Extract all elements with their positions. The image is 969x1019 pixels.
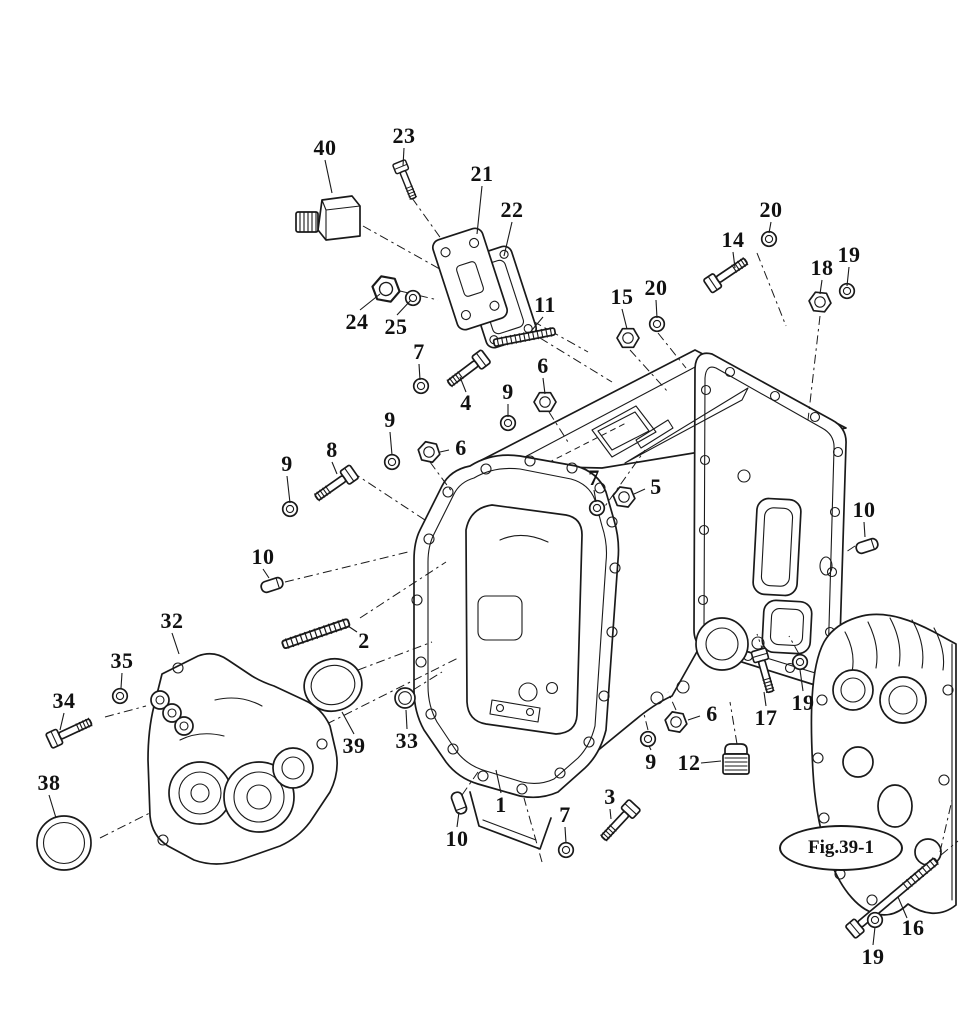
part-40-elbow-fitting xyxy=(295,195,361,241)
part-6-nut-a xyxy=(533,391,557,413)
part-14-bolt xyxy=(702,253,752,295)
part-21-cover-plate xyxy=(431,227,509,331)
part-10-pin-b xyxy=(853,536,881,556)
part-7-washer-c xyxy=(557,841,575,859)
part-4-bolt xyxy=(443,348,492,391)
part-18-nut xyxy=(807,290,833,314)
part-34-bolt xyxy=(44,713,95,750)
part-5-nut xyxy=(610,485,638,509)
part-2-stud xyxy=(280,616,352,651)
part-9-washer-b xyxy=(383,453,401,471)
part-10-pin-c xyxy=(449,789,469,817)
part-24-nut xyxy=(369,274,403,304)
figure-reference-badge: Fig.39-1 xyxy=(779,825,903,871)
part-23-bolt xyxy=(391,158,421,202)
part-39-seal-ring xyxy=(303,657,363,713)
part-9-washer-d xyxy=(639,730,657,748)
part-6-nut-b xyxy=(415,439,443,465)
part-15-nut xyxy=(616,327,640,349)
part-20-washer-b xyxy=(760,230,778,248)
part-7-washer-b xyxy=(588,499,606,517)
part-19-washer-b xyxy=(791,653,809,671)
part-35-washer xyxy=(111,687,129,705)
leader-lines xyxy=(48,147,908,946)
part-38-o-ring xyxy=(36,815,92,871)
part-9-washer-c xyxy=(281,500,299,518)
part-9-washer-a xyxy=(499,414,517,432)
part-6-nut-c xyxy=(662,710,690,734)
part-3-bolt xyxy=(596,798,642,845)
part-19-washer-c xyxy=(866,911,884,929)
part-10-pin-a xyxy=(258,575,286,595)
part-12-plug xyxy=(722,743,750,775)
part-32-pump-assembly xyxy=(147,652,338,865)
part-20-washer-a xyxy=(648,315,666,333)
part-7-washer-a xyxy=(412,377,430,395)
part-33-o-ring xyxy=(394,687,416,709)
